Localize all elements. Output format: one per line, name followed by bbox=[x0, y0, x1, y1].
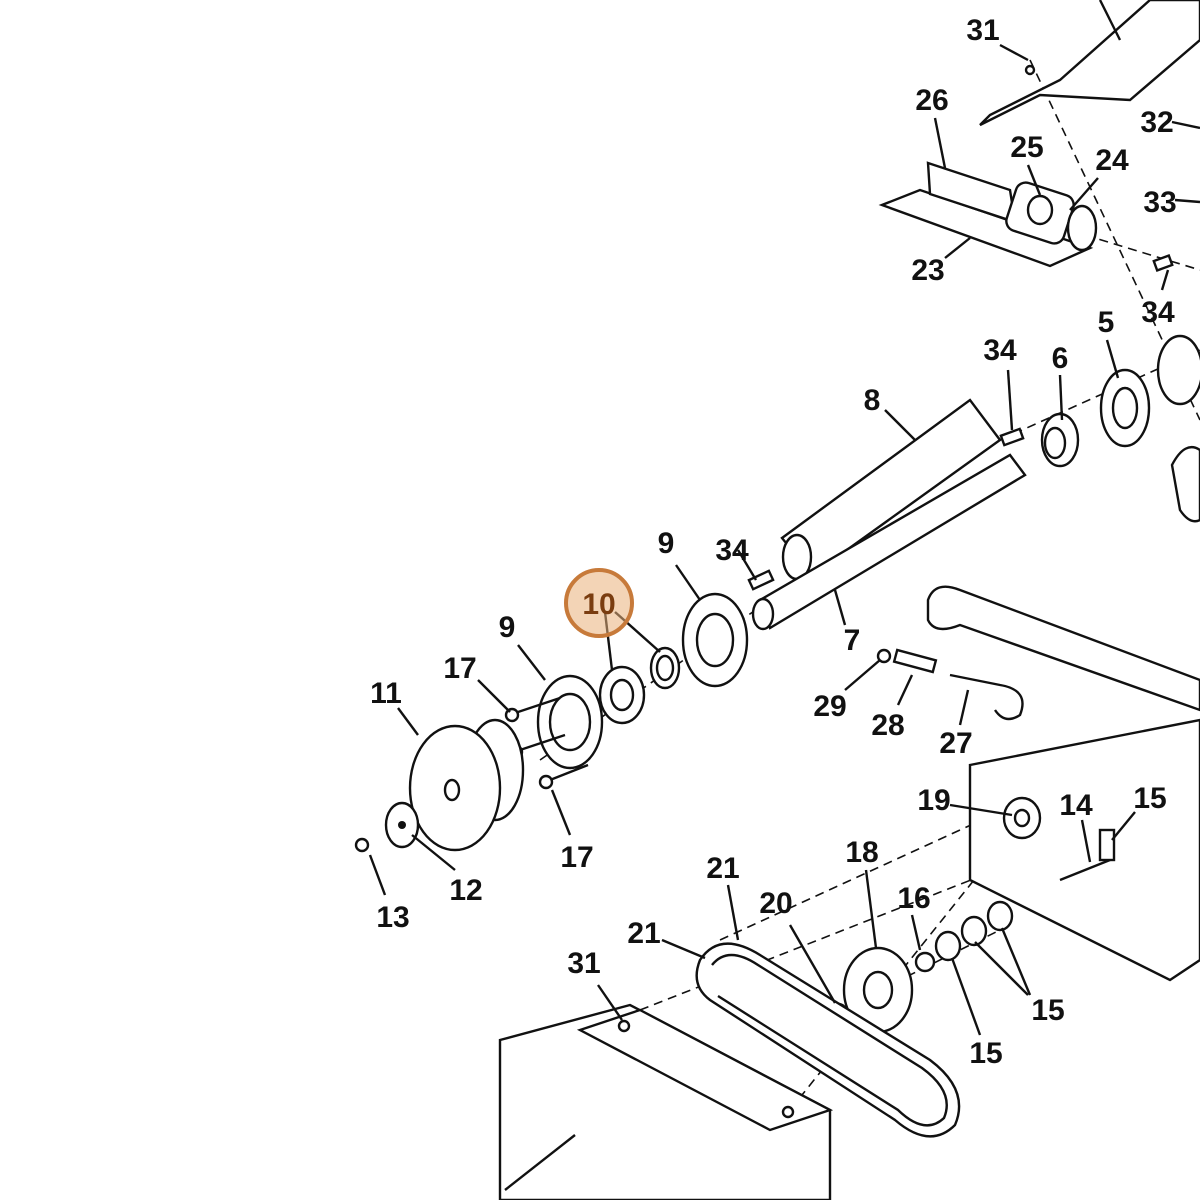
callout-18: 18 bbox=[845, 836, 878, 869]
callout-14: 14 bbox=[1059, 789, 1093, 822]
tube-and-shaft bbox=[747, 398, 1027, 631]
callout-17-bottom: 17 bbox=[560, 841, 593, 874]
callout-31-bottom: 31 bbox=[567, 947, 600, 980]
callout-29: 29 bbox=[813, 690, 846, 723]
frame-arm bbox=[926, 585, 1200, 982]
callout-5: 5 bbox=[1098, 306, 1115, 339]
callout-27: 27 bbox=[939, 727, 972, 760]
callout-25: 25 bbox=[1010, 131, 1043, 164]
callout-34-mid: 34 bbox=[983, 334, 1017, 367]
callout-34-left: 34 bbox=[715, 534, 749, 567]
sprocket-assembly bbox=[999, 334, 1200, 523]
callout-31-top: 31 bbox=[966, 14, 999, 47]
pulley-assembly bbox=[354, 718, 525, 853]
callout-33: 33 bbox=[1143, 186, 1176, 219]
callout-15-right: 15 bbox=[1031, 994, 1064, 1027]
callout-15-bottom: 15 bbox=[969, 1037, 1002, 1070]
callout-16: 16 bbox=[897, 882, 930, 915]
callout-32: 32 bbox=[1140, 106, 1173, 139]
callout-23: 23 bbox=[911, 254, 944, 287]
part-callouts: 31 26 25 24 32 33 23 34 5 34 6 8 34 9 7 … bbox=[370, 14, 1177, 1070]
drive-shaft-assembly bbox=[878, 0, 1200, 272]
callout-11: 11 bbox=[370, 677, 402, 710]
callout-9-left: 9 bbox=[499, 611, 516, 644]
callout-9-right: 9 bbox=[658, 527, 675, 560]
callout-8: 8 bbox=[864, 384, 881, 417]
callout-24: 24 bbox=[1095, 144, 1129, 177]
callout-34-right: 34 bbox=[1141, 296, 1175, 329]
callout-21-left: 21 bbox=[627, 917, 660, 950]
callout-20: 20 bbox=[759, 887, 792, 920]
callout-21-top: 21 bbox=[706, 852, 739, 885]
callout-28: 28 bbox=[871, 709, 904, 742]
callout-7: 7 bbox=[844, 624, 861, 657]
callout-19: 19 bbox=[917, 784, 950, 817]
callout-26: 26 bbox=[915, 84, 948, 117]
callout-6: 6 bbox=[1052, 342, 1069, 375]
callout-17-top: 17 bbox=[443, 652, 476, 685]
leader-lines bbox=[368, 43, 1200, 1191]
callout-13: 13 bbox=[376, 901, 409, 934]
belt-cover bbox=[498, 1003, 834, 1200]
highlight-circle bbox=[564, 568, 634, 638]
highlighted-callout-10[interactable]: 10 bbox=[564, 568, 634, 638]
spring-pin-set bbox=[876, 648, 1024, 721]
belts bbox=[695, 942, 961, 1138]
callout-15-top: 15 bbox=[1133, 782, 1166, 815]
idler-assembly bbox=[827, 900, 1014, 1034]
callout-12: 12 bbox=[449, 874, 482, 907]
callout-10-label: 10 bbox=[582, 588, 615, 621]
